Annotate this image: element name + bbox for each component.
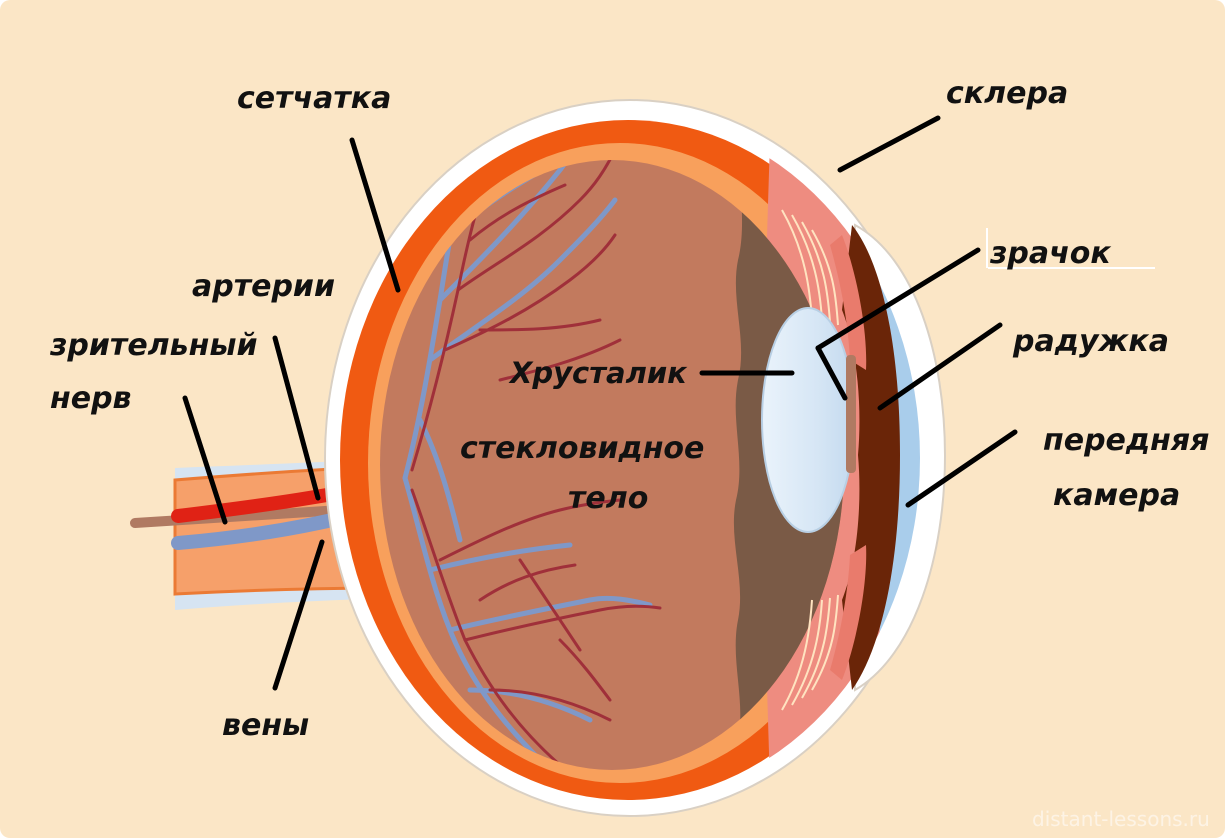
pupil-bar (846, 355, 856, 473)
watermark: distant-lessons.ru (1032, 807, 1210, 831)
label-sclera: склера (946, 76, 1068, 111)
label-anterior-chamber-line1: передняя (1043, 423, 1209, 458)
label-veins: вены (222, 708, 309, 743)
label-optic-nerve-line2: нерв (50, 381, 132, 416)
label-arteries: артерии (192, 269, 335, 304)
label-pupil: зрачок (989, 236, 1111, 271)
label-lens: Хрусталик (508, 356, 688, 390)
label-optic-nerve-line1: зрительный (49, 328, 257, 363)
label-vitreous-line2: тело (568, 481, 648, 516)
label-retina: сетчатка (237, 81, 391, 116)
lens (762, 308, 854, 532)
label-anterior-chamber-line2: камера (1053, 478, 1180, 513)
label-vitreous-line1: стекловидное (460, 431, 704, 466)
label-iris: радужка (1012, 324, 1169, 359)
